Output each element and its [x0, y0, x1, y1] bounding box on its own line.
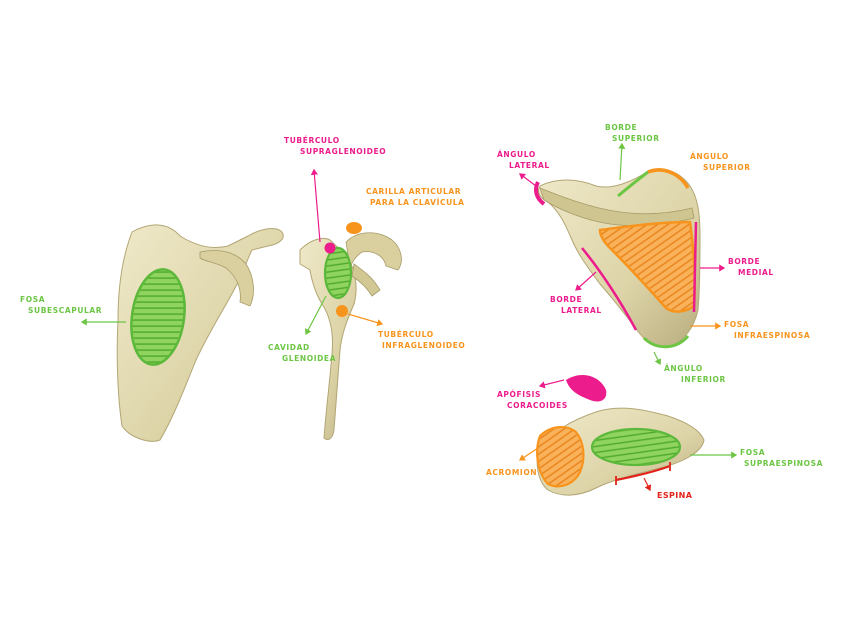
fosa-subescapular-region — [130, 268, 186, 366]
borde-superior-mark — [617, 170, 649, 198]
espina-mark — [615, 464, 671, 482]
spine-lateral — [351, 263, 381, 297]
tuberculo-supraglenoideo-mark — [324, 242, 336, 254]
borde-superior-label: BORDE SUPERIOR — [605, 123, 660, 143]
tuberculo-infraglenoideo-arrow — [347, 313, 384, 327]
espina-label: ESPINA — [657, 491, 693, 500]
tuberculo-infraglenoideo-mark — [336, 305, 348, 317]
angulo-inferior-arrow — [653, 351, 662, 366]
coracoid-superior-bone — [566, 375, 607, 402]
superior-view: APÓFISIS CORACOIDES ACROMION FOSA SUPRAE… — [486, 375, 823, 500]
borde-lateral-mark — [581, 247, 638, 331]
angulo-inferior-label: ÁNGULO INFERIOR — [664, 364, 726, 384]
angulo-inferior-mark — [642, 334, 690, 349]
angulo-lateral-arrow — [519, 173, 537, 187]
anterior-view: FOSA SUBESCAPULAR — [20, 224, 284, 442]
carilla-articular-label: CARILLA ARTICULAR PARA LA CLAVÍCULA — [366, 187, 465, 207]
carilla-articular-mark — [346, 222, 362, 234]
angulo-superior-mark — [647, 168, 690, 189]
posterior-view: BORDE SUPERIOR ÁNGULO LATERAL ÁNGULO SUP… — [497, 123, 810, 384]
cavidad-glenoidea-label: CAVIDAD GLENOIDEA — [268, 343, 336, 363]
acromion-label: ACROMION — [486, 468, 537, 477]
angulo-lateral-mark — [534, 181, 546, 206]
cavidad-glenoidea-region — [323, 246, 353, 300]
borde-medial-mark — [692, 221, 698, 313]
acromion-arrow — [519, 447, 539, 461]
tuberculo-supraglenoideo-label: TUBÉRCULO SUPRAGLENOIDEO — [284, 136, 386, 156]
apofisis-coracoides-arrow — [538, 379, 565, 389]
acromion-lateral — [345, 232, 402, 271]
borde-lateral-arrow — [575, 271, 597, 291]
angulo-superior-label: ÁNGULO SUPERIOR — [690, 152, 751, 172]
espina-arrow — [643, 477, 652, 492]
tuberculo-supraglenoideo-arrow — [310, 168, 321, 243]
coracoid-anterior — [199, 250, 254, 307]
fosa-infraespinosa-label: FOSA INFRAESPINOSA — [724, 320, 810, 340]
tuberculo-infraglenoideo-label: TUBÉRCULO INFRAGLENOIDEO — [378, 330, 465, 350]
cavidad-glenoidea-arrow — [305, 295, 327, 336]
fosa-infraespinosa-region — [598, 220, 697, 313]
fosa-supraespinosa-region — [590, 427, 682, 467]
angulo-lateral-label: ÁNGULO LATERAL — [497, 150, 550, 170]
borde-medial-label: BORDE MEDIAL — [728, 257, 774, 277]
borde-lateral-label: BORDE LATERAL — [550, 295, 602, 315]
lateral-view: TUBÉRCULO SUPRAGLENOIDEO CARILLA ARTICUL… — [268, 136, 465, 441]
apofisis-coracoides-label: APÓFISIS CORACOIDES — [497, 390, 568, 410]
borde-superior-arrow — [618, 142, 626, 181]
fosa-subescapular-label: FOSA SUBESCAPULAR — [20, 295, 102, 315]
fosa-supraespinosa-label: FOSA SUPRAESPINOSA — [740, 448, 823, 468]
acromion-region — [536, 426, 585, 488]
spine-posterior — [539, 187, 695, 227]
